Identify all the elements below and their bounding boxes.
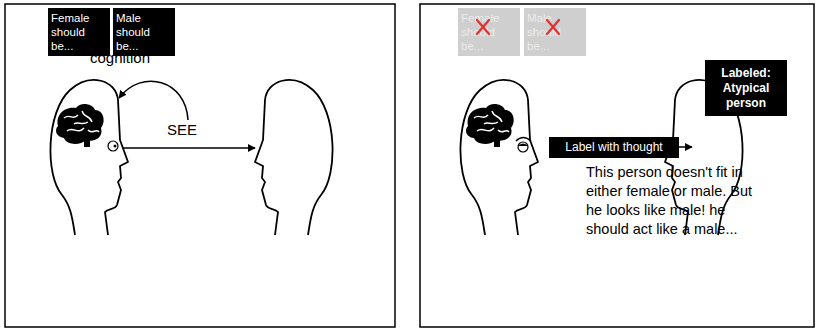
norm-box: Female should be... xyxy=(48,8,110,56)
panel-frame xyxy=(420,4,814,327)
cross-mark xyxy=(547,20,559,34)
eyelid-line xyxy=(516,138,531,142)
see-arrow xyxy=(123,147,255,149)
rejected-norm-box: Male should be... xyxy=(524,8,586,56)
tag-box: Labeled: Atypical person xyxy=(705,60,787,116)
box-text: Female should be... xyxy=(51,11,107,53)
box-text: Label with thought xyxy=(555,140,673,155)
box-text: Female should be... xyxy=(461,11,517,53)
head-profile xyxy=(50,80,128,235)
eyelid-shade xyxy=(518,144,528,147)
norm-box: Male should be... xyxy=(113,8,175,56)
eye-symbol xyxy=(518,142,528,152)
box-text: Labeled: Atypical person xyxy=(709,66,783,111)
brain-icon xyxy=(466,104,514,147)
process-label: cognition xyxy=(90,49,150,67)
eye-pupil xyxy=(114,145,117,148)
eye-symbol xyxy=(108,141,118,151)
cross-mark xyxy=(477,20,489,34)
thought-note: This person doesn't fit in either female… xyxy=(586,163,766,239)
label-box: Label with thought xyxy=(549,137,679,158)
brain-icon xyxy=(56,104,104,147)
cognition-arrow xyxy=(119,81,188,120)
head-profile xyxy=(460,80,538,235)
arrow-label: SEE xyxy=(167,121,197,139)
box-text: Male should be... xyxy=(527,11,583,53)
label-arrow xyxy=(679,146,692,148)
box-text: Male should be... xyxy=(116,11,172,53)
rejected-norm-box: Female should be... xyxy=(458,8,520,56)
panel-frame xyxy=(5,4,395,327)
head-profile xyxy=(255,80,333,235)
